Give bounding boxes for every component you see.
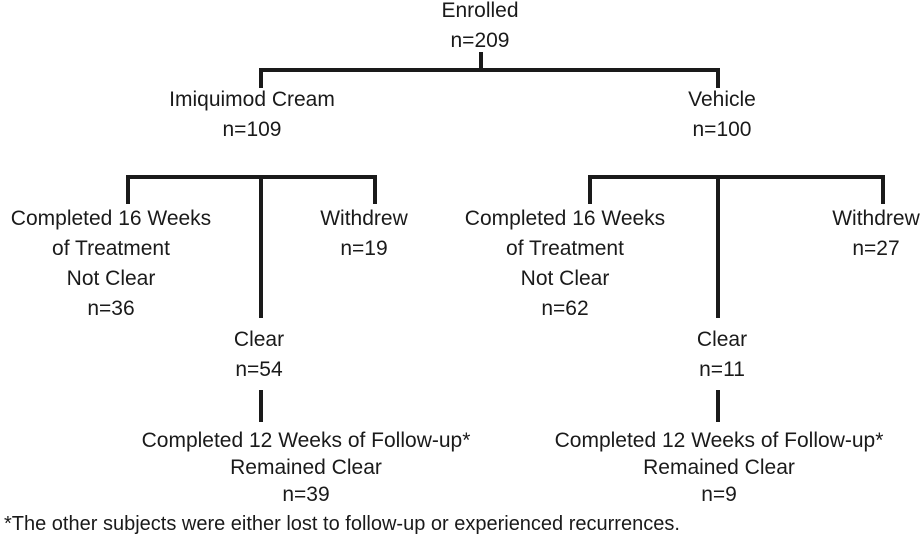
followup-count: n=39 xyxy=(282,483,330,506)
enrolled-label: Enrolled xyxy=(441,0,519,22)
withdrew-count: n=19 xyxy=(340,237,388,260)
followup-line: Completed 12 Weeks of Follow-up* xyxy=(141,429,471,452)
arm2-not-clear-node: Completed 16 Weeks of Treatment Not Clea… xyxy=(465,204,665,324)
enrolled-count: n=209 xyxy=(450,29,510,52)
not-clear-line: Completed 16 Weeks xyxy=(10,207,212,230)
arm2-followup-node: Completed 12 Weeks of Follow-up* Remaine… xyxy=(555,427,884,508)
not-clear-count: n=62 xyxy=(541,297,589,320)
footnote: *The other subjects were either lost to … xyxy=(4,513,680,535)
followup-line: Remained Clear xyxy=(230,456,382,479)
withdrew-label: Withdrew xyxy=(320,207,408,230)
withdrew-label: Withdrew xyxy=(832,207,920,230)
arm-label: Vehicle xyxy=(688,88,756,111)
clear-label: Clear xyxy=(233,328,285,351)
clear-count: n=11 xyxy=(699,358,745,381)
arm1-not-clear-node: Completed 16 Weeks of Treatment Not Clea… xyxy=(11,204,211,324)
arm-count: n=100 xyxy=(692,118,752,141)
not-clear-line: of Treatment xyxy=(52,237,170,260)
arm-count: n=109 xyxy=(222,118,282,141)
arm-vehicle-node: Vehicle n=100 xyxy=(688,85,756,145)
not-clear-line: of Treatment xyxy=(506,237,624,260)
followup-line: Completed 12 Weeks of Follow-up* xyxy=(554,429,884,452)
arm-label: Imiquimod Cream xyxy=(169,88,335,111)
not-clear-line: Not Clear xyxy=(520,267,610,290)
arm1-withdrew-node: Withdrew n=19 xyxy=(320,204,408,264)
not-clear-line: Not Clear xyxy=(66,267,156,290)
arm1-followup-node: Completed 12 Weeks of Follow-up* Remaine… xyxy=(142,427,471,508)
withdrew-count: n=27 xyxy=(852,237,900,260)
clear-count: n=54 xyxy=(235,358,283,381)
not-clear-count: n=36 xyxy=(87,297,135,320)
enrolled-node: Enrolled n=209 xyxy=(441,0,518,56)
arm2-withdrew-node: Withdrew n=27 xyxy=(832,204,920,264)
arm2-clear-node: Clear n=11 xyxy=(697,325,747,385)
followup-line: Remained Clear xyxy=(643,456,795,479)
arm1-clear-node: Clear n=54 xyxy=(234,325,284,385)
not-clear-line: Completed 16 Weeks xyxy=(464,207,666,230)
arm-imiquimod-node: Imiquimod Cream n=109 xyxy=(169,85,335,145)
clear-label: Clear xyxy=(696,328,748,351)
followup-count: n=9 xyxy=(701,483,737,506)
